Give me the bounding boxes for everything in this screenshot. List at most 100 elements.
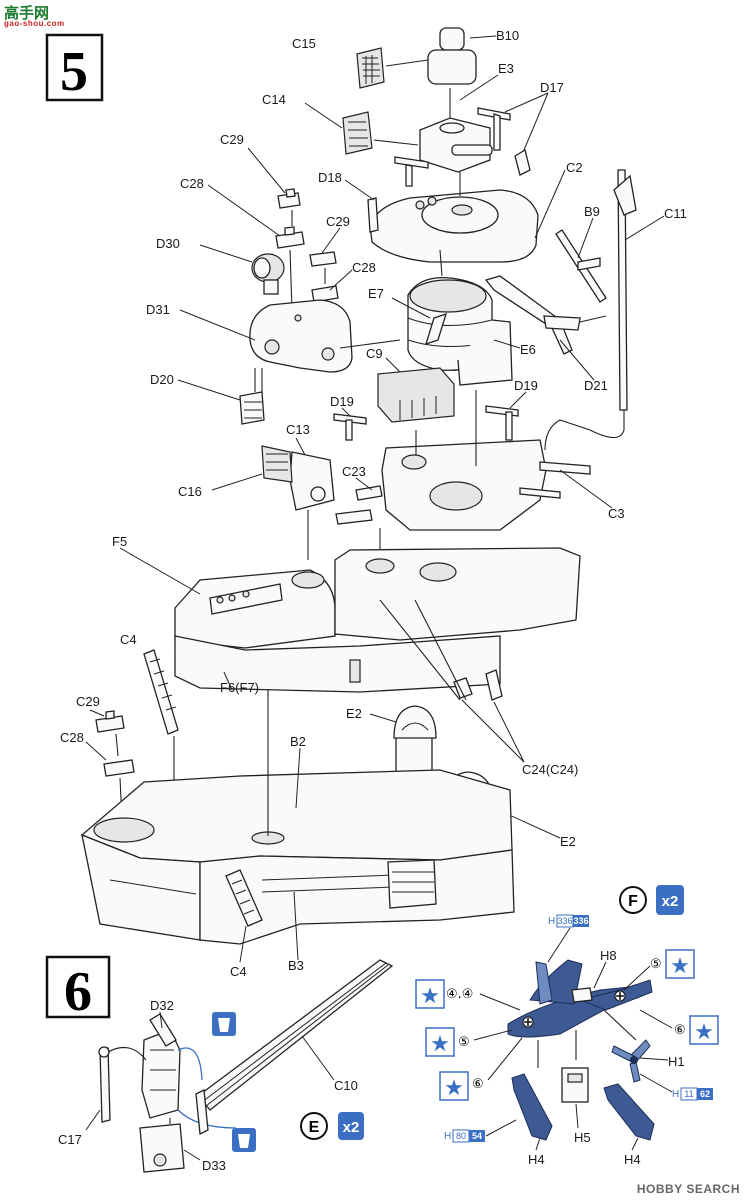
svg-text:C15: C15 — [292, 36, 316, 51]
part-c14 — [342, 111, 373, 155]
step-5-number: 5 — [60, 41, 88, 103]
svg-text:⑤: ⑤ — [650, 957, 662, 972]
svg-text:B3: B3 — [288, 958, 304, 973]
svg-text:D21: D21 — [584, 378, 608, 393]
svg-text:⑤: ⑤ — [458, 1035, 470, 1050]
part-c28-upper — [275, 226, 305, 249]
svg-text:C4: C4 — [120, 632, 137, 647]
svg-text:336: 336 — [557, 916, 572, 926]
svg-text:E6: E6 — [520, 342, 536, 357]
svg-text:C9: C9 — [366, 346, 383, 361]
decal-star-icons: ★ ★ ★ ★ ★ — [415, 949, 719, 1101]
part-c4-lower — [225, 869, 263, 927]
part-d20 — [239, 391, 265, 425]
svg-text:B10: B10 — [496, 28, 519, 43]
part-e3 — [419, 117, 493, 173]
svg-text:F5: F5 — [112, 534, 127, 549]
svg-text:C17: C17 — [58, 1132, 82, 1147]
svg-text:C13: C13 — [286, 422, 310, 437]
svg-text:★: ★ — [444, 1076, 464, 1101]
guide-c15 — [385, 59, 429, 67]
step-6-labels: D32 C10 C17 D33 H8 H1 H4 H5 H4 — [58, 948, 685, 1173]
svg-text:★: ★ — [670, 954, 690, 979]
part-c2 — [369, 189, 539, 263]
svg-text:H: H — [672, 1089, 679, 1100]
paint-code-1: H 336 336 — [548, 914, 589, 928]
svg-text:D20: D20 — [150, 372, 174, 387]
aircraft-corsair — [507, 959, 653, 1038]
svg-text:x2: x2 — [343, 1119, 360, 1136]
badge-e-x2: E x2 — [300, 1112, 364, 1140]
part-e7-e6 — [407, 276, 513, 386]
paint-code-3: H 80 54 — [444, 1129, 485, 1143]
part-c29-lower — [95, 710, 125, 733]
part-c13 — [261, 445, 335, 511]
watermark-footer: HOBBY SEARCH — [636, 1182, 740, 1196]
cement-icon — [212, 1012, 256, 1152]
decal-callouts: ④.④ ⑤ ⑤ ⑥ ⑥ — [446, 957, 686, 1092]
svg-text:D19: D19 — [330, 394, 354, 409]
svg-text:E7: E7 — [368, 286, 384, 301]
part-d33 — [139, 1123, 185, 1173]
svg-text:C28: C28 — [180, 176, 204, 191]
svg-text:C16: C16 — [178, 484, 202, 499]
svg-text:C10: C10 — [334, 1078, 358, 1093]
paint-code-2: H 11 62 — [672, 1087, 713, 1101]
part-c29-upper — [277, 188, 301, 209]
badge-f-x2: F x2 — [619, 885, 684, 915]
svg-text:H: H — [548, 916, 555, 927]
part-e2-upper — [393, 705, 437, 781]
part-h4-float-right — [603, 1083, 655, 1141]
part-d21 — [484, 275, 581, 355]
part-c4-upper — [143, 649, 179, 735]
svg-text:D32: D32 — [150, 998, 174, 1013]
svg-text:C2: C2 — [566, 160, 583, 175]
part-c17 — [98, 1046, 111, 1123]
svg-text:C4: C4 — [230, 964, 247, 979]
svg-text:⑥: ⑥ — [472, 1077, 484, 1092]
part-d19-right — [485, 405, 519, 441]
svg-text:H8: H8 — [600, 948, 617, 963]
svg-text:E2: E2 — [560, 834, 576, 849]
part-c11 — [613, 169, 637, 411]
step-5-box: 5 — [45, 33, 104, 103]
svg-text:H4: H4 — [624, 1152, 641, 1167]
svg-text:H1: H1 — [668, 1054, 685, 1069]
svg-text:C29: C29 — [220, 132, 244, 147]
part-h1-propeller — [611, 1039, 651, 1083]
svg-text:C29: C29 — [326, 214, 350, 229]
svg-text:D18: D18 — [318, 170, 342, 185]
svg-text:④.④: ④.④ — [446, 987, 473, 1002]
step-5-labels: C15 B10 E3 C14 D17 C29 C2 D18 C28 B9 C11… — [60, 28, 687, 979]
svg-text:C3: C3 — [608, 506, 625, 521]
part-c9 — [377, 367, 455, 423]
svg-text:C14: C14 — [262, 92, 286, 107]
step-6-number: 6 — [64, 961, 92, 1023]
svg-text:C11: C11 — [664, 206, 687, 221]
svg-text:D19: D19 — [514, 378, 538, 393]
part-c10-boom — [195, 959, 394, 1136]
part-c23 — [335, 485, 383, 525]
watermark-logo: 高手网 — [4, 5, 50, 22]
svg-text:F6(F7): F6(F7) — [220, 680, 259, 695]
svg-text:★: ★ — [430, 1032, 450, 1057]
svg-text:★: ★ — [694, 1020, 714, 1045]
part-f5 — [174, 547, 581, 693]
watermark-url: gao-shou.com — [4, 19, 65, 28]
svg-text:D33: D33 — [202, 1158, 226, 1173]
svg-text:B9: B9 — [584, 204, 600, 219]
svg-text:H4: H4 — [528, 1152, 545, 1167]
svg-text:E3: E3 — [498, 61, 514, 76]
svg-text:C24(C24): C24(C24) — [522, 762, 578, 777]
part-c29-middle — [309, 251, 337, 267]
svg-text:80: 80 — [456, 1131, 466, 1141]
svg-text:C29: C29 — [76, 694, 100, 709]
part-d19-left — [333, 413, 367, 441]
svg-text:54: 54 — [472, 1131, 482, 1141]
part-h4-float-left — [511, 1073, 553, 1141]
step-6-box: 6 — [45, 955, 111, 1023]
part-c15 — [356, 47, 385, 89]
svg-text:E: E — [309, 1119, 320, 1136]
part-b10 — [427, 27, 477, 85]
